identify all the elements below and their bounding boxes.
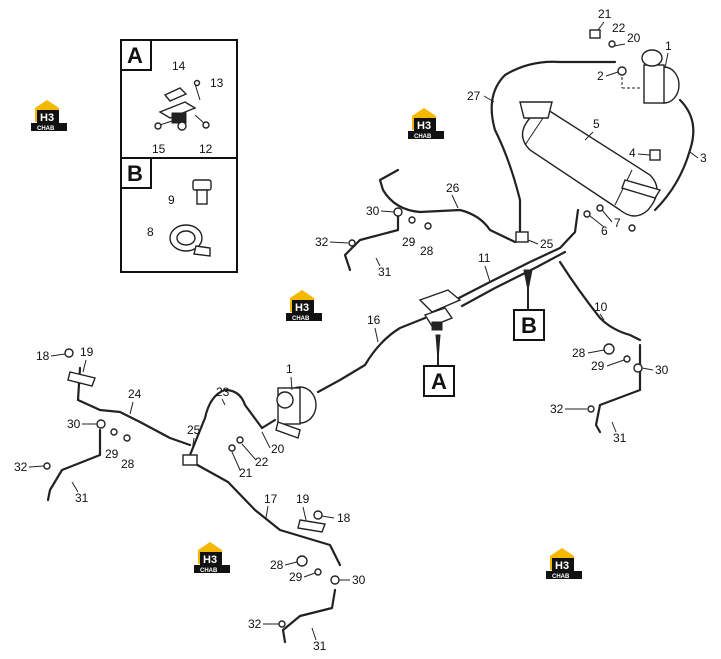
fitting-group-top [583,29,661,232]
svg-text:CHAB: CHAB [292,316,310,322]
callout-b: B [513,269,545,341]
svg-text:1: 1 [665,39,672,53]
brake-reservoir-mid [275,386,317,439]
svg-text:3: 3 [700,151,707,165]
svg-text:32: 32 [248,617,262,631]
svg-text:19: 19 [296,492,310,506]
panel-a-label-15: 15 [152,142,166,156]
svg-text:29: 29 [289,570,303,584]
svg-text:7: 7 [614,216,621,230]
svg-text:31: 31 [378,265,392,279]
logo-1: H3 CHAB [31,100,67,132]
svg-text:4: 4 [629,146,636,160]
svg-text:29: 29 [105,447,119,461]
svg-text:CHAB: CHAB [200,568,218,574]
svg-text:22: 22 [612,21,626,35]
svg-text:26: 26 [446,181,460,195]
svg-text:2: 2 [597,69,604,83]
svg-text:CHAB: CHAB [37,126,55,132]
panel-b-label-9: 9 [168,193,175,207]
svg-text:24: 24 [128,387,142,401]
svg-text:H3: H3 [203,554,217,566]
svg-text:16: 16 [367,313,381,327]
panel-b-label-8: 8 [147,225,154,239]
svg-text:32: 32 [550,402,564,416]
svg-text:30: 30 [67,417,81,431]
svg-text:23: 23 [216,385,230,399]
air-tank [519,101,662,217]
part-labels: 1 21 22 20 2 3 4 5 7 6 27 26 30 29 28 32… [14,7,707,653]
panel-a-label-14: 14 [172,59,186,73]
panel-a-label-12: 12 [199,142,213,156]
panel-a-label-13: 13 [210,76,224,90]
svg-text:32: 32 [315,235,329,249]
panel-b-letter: B [127,161,143,186]
svg-text:25: 25 [187,423,201,437]
logo-2: H3 CHAB [408,108,444,140]
svg-text:17: 17 [264,492,278,506]
svg-text:5: 5 [593,117,600,131]
svg-text:20: 20 [271,442,285,456]
logo-4: H3 CHAB [194,542,230,574]
svg-text:27: 27 [467,89,481,103]
svg-text:28: 28 [420,244,434,258]
svg-text:30: 30 [366,204,380,218]
svg-text:6: 6 [601,224,608,238]
svg-text:31: 31 [613,431,627,445]
svg-text:30: 30 [352,573,366,587]
svg-text:32: 32 [14,460,28,474]
svg-text:28: 28 [572,346,586,360]
detail-panel-b: B 9 8 [120,157,238,273]
svg-text:21: 21 [239,466,253,480]
brake-reservoir-top [621,49,680,104]
svg-text:31: 31 [313,639,327,653]
svg-text:19: 19 [80,345,94,359]
brake-lines [46,60,695,644]
svg-text:22: 22 [255,455,269,469]
svg-text:25: 25 [540,237,554,251]
fittings [43,207,643,628]
svg-text:29: 29 [591,359,605,373]
svg-text:29: 29 [402,235,416,249]
svg-text:21: 21 [598,7,612,21]
callout-a: A [423,334,455,397]
svg-text:H3: H3 [417,120,431,132]
svg-text:18: 18 [337,511,351,525]
svg-text:1: 1 [286,362,293,376]
panel-a-letter: A [127,43,143,68]
svg-text:30: 30 [655,363,669,377]
svg-text:A: A [431,369,447,394]
svg-text:20: 20 [627,31,641,45]
svg-text:H3: H3 [295,302,309,314]
svg-text:10: 10 [594,300,608,314]
svg-text:B: B [521,313,537,338]
brake-valve-pedal [418,289,462,331]
svg-text:CHAB: CHAB [552,574,570,580]
svg-text:28: 28 [121,457,135,471]
logo-5: H3 CHAB [546,548,582,580]
svg-text:11: 11 [478,251,491,265]
svg-text:31: 31 [75,491,89,505]
logo-3: H3 CHAB [286,290,322,322]
detail-panel-a: A 14 13 15 12 [120,39,238,159]
svg-text:18: 18 [36,349,50,363]
svg-text:H3: H3 [40,112,54,124]
svg-text:H3: H3 [555,560,569,572]
svg-text:CHAB: CHAB [414,134,432,140]
svg-text:28: 28 [270,558,284,572]
